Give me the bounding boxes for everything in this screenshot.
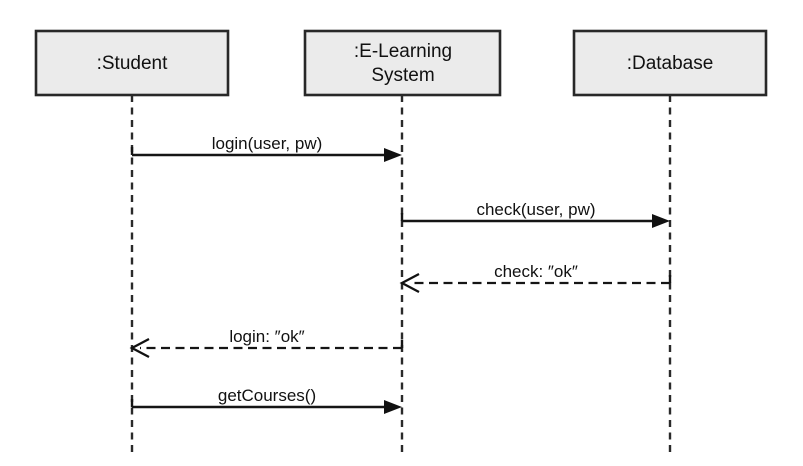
participant-label-student: :Student <box>97 53 168 74</box>
arrowhead-filled-check <box>652 214 670 228</box>
participant-box-elearning-system[interactable] <box>303 29 502 97</box>
participant-label-elearning-system-line1: :E-Learning <box>354 41 452 62</box>
message-label-check-return: check: ″ok″ <box>494 262 578 281</box>
message-label-login: login(user, pw) <box>212 134 323 153</box>
message-check[interactable]: check(user, pw) <box>400 200 670 228</box>
message-check-return[interactable]: check: ″ok″ <box>399 262 672 294</box>
participant-label-database: :Database <box>627 53 714 74</box>
message-getcourses[interactable]: getCourses() <box>130 386 402 414</box>
participant-label-elearning-system-line2: System <box>371 65 434 86</box>
arrowhead-filled-login <box>384 148 402 162</box>
message-label-login-return: login: ″ok″ <box>229 327 304 346</box>
arrowhead-filled-getcourses <box>384 400 402 414</box>
message-label-getcourses: getCourses() <box>218 386 316 405</box>
participant-database[interactable]: :Database <box>572 29 768 97</box>
participant-elearning-system[interactable]: :E-Learning System <box>303 29 502 97</box>
participant-box-student[interactable] <box>34 29 230 97</box>
message-login[interactable]: login(user, pw) <box>130 134 402 162</box>
message-login-return[interactable]: login: ″ok″ <box>129 327 404 359</box>
arrowhead-open-login-return <box>129 337 150 359</box>
participant-student[interactable]: :Student <box>34 29 230 97</box>
arrowhead-open-check-return <box>399 272 420 294</box>
message-label-check: check(user, pw) <box>476 200 595 219</box>
